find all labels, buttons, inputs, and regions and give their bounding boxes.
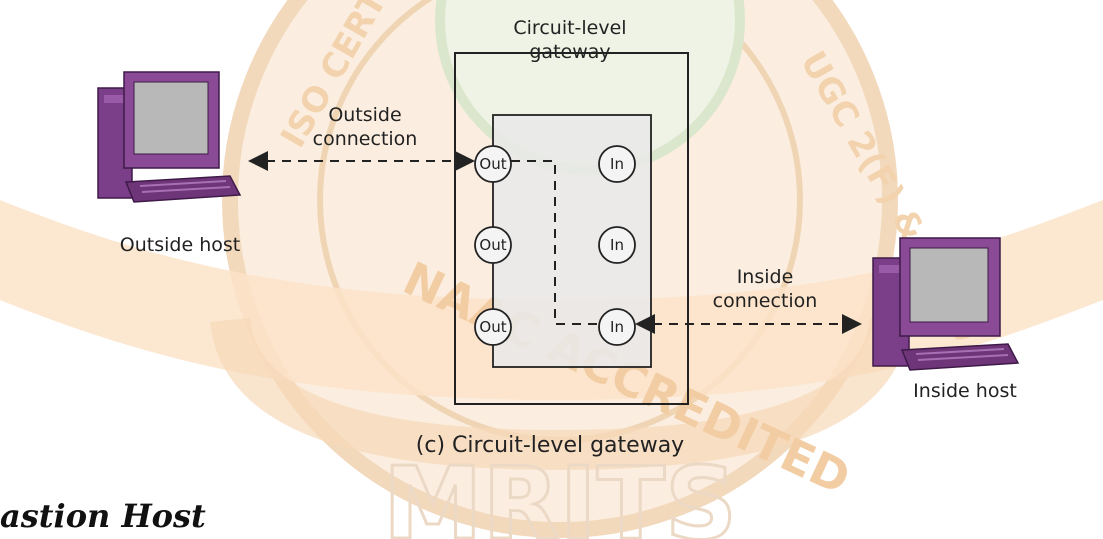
- gateway-title-line2: gateway: [470, 40, 670, 64]
- diagram-caption: (c) Circuit-level gateway: [360, 433, 740, 458]
- port-out-label-3: Out: [470, 318, 516, 336]
- gateway-title-line1: Circuit-level: [470, 16, 670, 40]
- port-in-label-2: In: [594, 236, 640, 254]
- inside-host-label: Inside host: [885, 379, 1045, 403]
- inside-connection-line2: connection: [690, 289, 840, 313]
- outside-connection-line2: connection: [290, 127, 440, 151]
- outside-connection-label: Outside connection: [290, 103, 440, 151]
- inside-connection-line1: Inside: [690, 265, 840, 289]
- inside-connection-label: Inside connection: [690, 265, 840, 313]
- port-in-label-3: In: [594, 318, 640, 336]
- port-out-label-1: Out: [470, 155, 516, 173]
- outside-host-label: Outside host: [90, 233, 270, 257]
- port-in-label-1: In: [594, 155, 640, 173]
- outside-connection-line1: Outside: [290, 103, 440, 127]
- outside-host-computer-icon: [98, 72, 240, 202]
- inside-host-computer-icon: [873, 238, 1018, 370]
- port-out-label-2: Out: [470, 236, 516, 254]
- gateway-title: Circuit-level gateway: [470, 16, 670, 64]
- section-heading: astion Host: [0, 497, 206, 535]
